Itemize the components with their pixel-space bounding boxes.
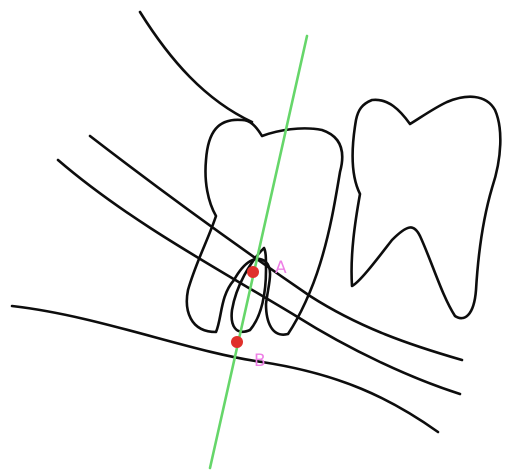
lower-jaw-curve	[12, 306, 438, 432]
point-a-marker	[247, 266, 259, 278]
point-a-label: A	[275, 258, 287, 278]
upper-jaw-curve	[140, 12, 252, 122]
point-b-marker	[231, 336, 243, 348]
adjacent-molar-outline	[352, 97, 501, 318]
tooth-axis-line	[210, 36, 307, 468]
point-b-label: B	[254, 351, 266, 371]
